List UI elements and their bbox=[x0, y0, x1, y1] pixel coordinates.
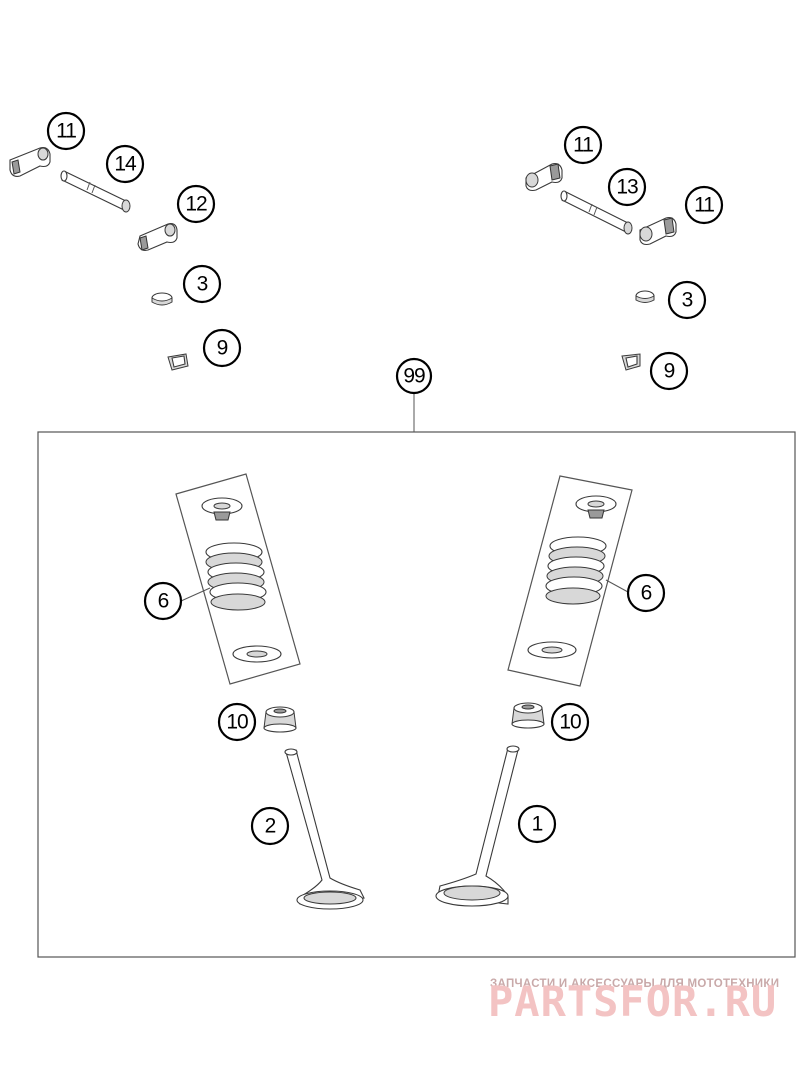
callout-label: 10 bbox=[559, 711, 581, 734]
right-spring-assembly bbox=[507, 475, 633, 687]
callout-label: 1 bbox=[532, 813, 543, 836]
callout-label: 9 bbox=[664, 360, 675, 383]
right-rocker-arm-bottom bbox=[639, 217, 677, 246]
intake-valve bbox=[284, 748, 365, 910]
callout-left-spring: 6 bbox=[143, 581, 183, 621]
callout-right-seal: 10 bbox=[550, 702, 590, 742]
left-rocker-arm-top bbox=[9, 147, 51, 177]
callout-label: 6 bbox=[158, 590, 169, 613]
valve-set-frame bbox=[37, 431, 796, 958]
callout-right-rocker-top: 11 bbox=[563, 125, 603, 165]
callout-label: 11 bbox=[56, 120, 76, 143]
watermark-brand: PARTSFOR.RU bbox=[488, 977, 777, 1026]
left-valve-stem-seal bbox=[263, 706, 297, 733]
callout-label: 10 bbox=[226, 711, 248, 734]
right-rocker-shaft bbox=[560, 190, 633, 235]
callout-left-shaft: 14 bbox=[105, 144, 145, 184]
callout-left-rocker-bottom: 12 bbox=[176, 184, 216, 224]
right-valve-stem-seal bbox=[511, 702, 545, 729]
callout-intake-valve: 2 bbox=[250, 806, 290, 846]
right-valve-shim bbox=[635, 290, 655, 303]
callout-left-cotter: 9 bbox=[202, 328, 242, 368]
callout-label: 9 bbox=[217, 337, 228, 360]
exhaust-valve bbox=[435, 745, 520, 907]
right-rocker-arm-top bbox=[525, 163, 563, 192]
watermark-tagline: ЗАПЧАСТИ И АКСЕССУАРЫ ДЛЯ МОТОТЕХНИКИ bbox=[490, 978, 779, 990]
left-rocker-shaft bbox=[60, 170, 131, 213]
callout-label: 3 bbox=[197, 273, 208, 296]
callout-label: 14 bbox=[114, 153, 137, 176]
callout-left-rocker-top: 11 bbox=[46, 111, 86, 151]
callout-label: 99 bbox=[403, 365, 425, 388]
left-valve-cotter bbox=[167, 353, 189, 371]
callout-right-cotter: 9 bbox=[649, 351, 689, 391]
left-rocker-arm-bottom bbox=[137, 223, 178, 251]
callout-label: 12 bbox=[185, 193, 207, 216]
left-spring-assembly bbox=[175, 473, 301, 685]
callout-label: 11 bbox=[573, 134, 593, 157]
callout-label: 6 bbox=[641, 582, 652, 605]
callout-valve-set: 99 bbox=[395, 357, 433, 395]
callout-label: 11 bbox=[694, 194, 714, 217]
left-valve-shim bbox=[151, 292, 173, 306]
callout-label: 3 bbox=[682, 289, 693, 312]
callout-label: 13 bbox=[616, 176, 638, 199]
callout-right-spring: 6 bbox=[626, 573, 666, 613]
callout-right-shim: 3 bbox=[667, 280, 707, 320]
callout-left-seal: 10 bbox=[217, 702, 257, 742]
callout-left-shim: 3 bbox=[182, 264, 222, 304]
callout-right-rocker-bottom: 11 bbox=[684, 185, 724, 225]
callout-right-shaft: 13 bbox=[607, 167, 647, 207]
callout-exhaust-valve: 1 bbox=[517, 804, 557, 844]
right-valve-cotter bbox=[621, 353, 641, 371]
callout-label: 2 bbox=[265, 815, 276, 838]
